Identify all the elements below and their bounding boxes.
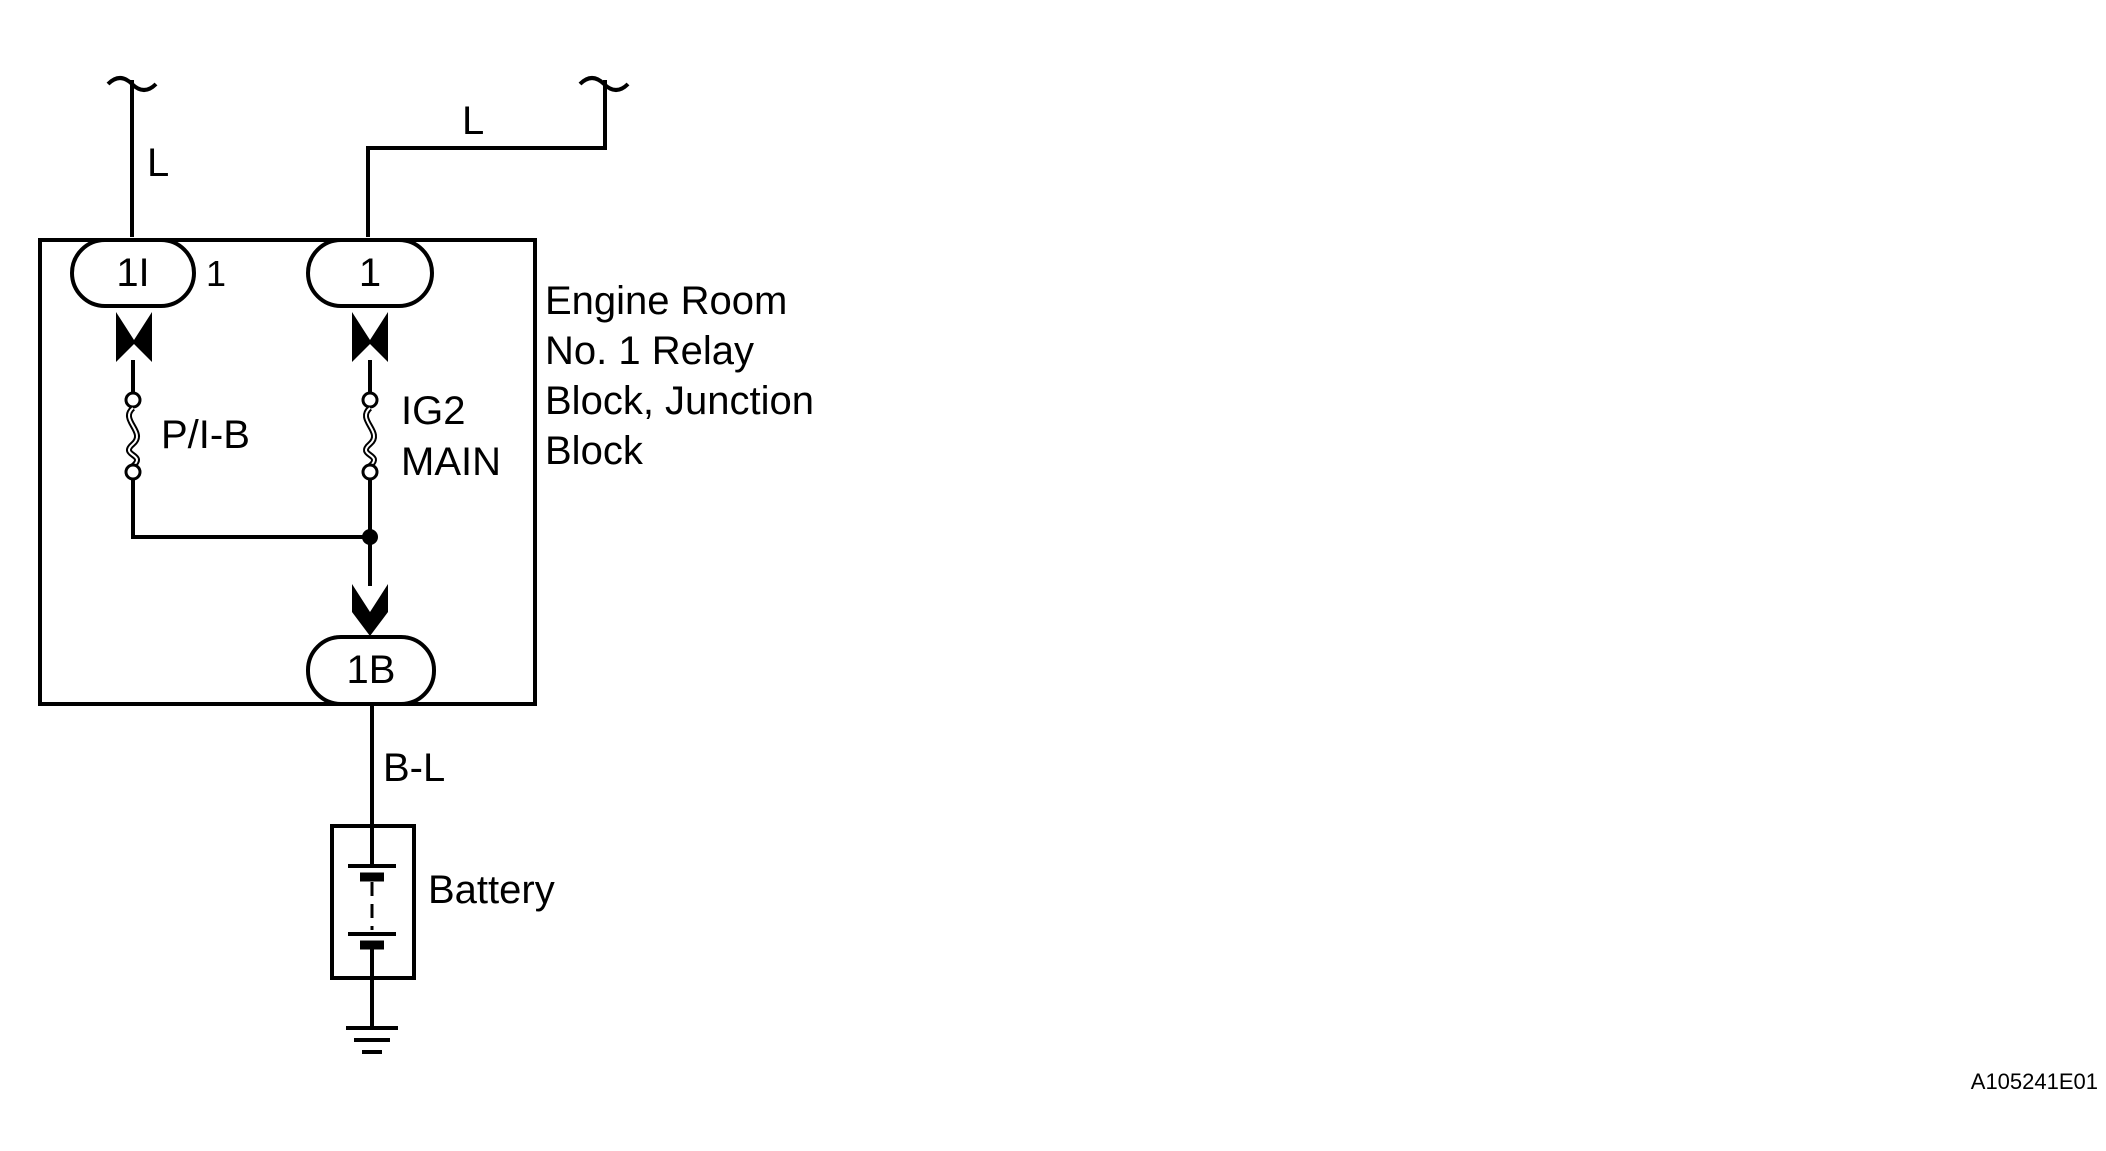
terminal-arrow-left-icon — [116, 312, 152, 362]
connector-1I — [70, 238, 196, 308]
wire-right-top — [366, 80, 607, 237]
block-label-line3: Block, Junction — [545, 379, 814, 423]
fuse-right-terminal-top — [361, 391, 379, 409]
fuse-left-label: P/I-B — [161, 413, 250, 457]
fuse-right-terminal-bottom — [361, 463, 379, 481]
wire-label-left-top: L — [147, 141, 169, 185]
terminal-arrow-right-icon — [352, 312, 388, 362]
junction-dot — [362, 529, 378, 545]
ground-icon — [346, 1026, 398, 1054]
fuse-right-icon-inner — [364, 407, 376, 467]
fuse-right-label-line1: IG2 — [401, 389, 465, 433]
fuse-left-terminal-top — [124, 391, 142, 409]
figure-id: A105241E01 — [1971, 1069, 2098, 1094]
connector-1I-label: 1I — [116, 251, 149, 295]
terminal-arrow-bottom-icon — [352, 584, 388, 636]
junction-block — [38, 238, 537, 706]
connector-1-label: 1 — [359, 251, 381, 295]
fuse-left-terminal-bottom — [124, 463, 142, 481]
battery-label: Battery — [428, 868, 555, 912]
connector-1B-label: 1B — [347, 648, 396, 692]
block-label-line2: No. 1 Relay — [545, 329, 754, 373]
connector-1I-pin: 1 — [206, 253, 226, 294]
wire-label-battery-feed: B-L — [383, 746, 445, 790]
fuse-left-icon-inner — [127, 407, 139, 467]
wire-left-lower — [131, 479, 370, 539]
connector-1 — [306, 238, 434, 308]
fuse-right-label-line2: MAIN — [401, 440, 501, 484]
wire-label-right-top: L — [462, 99, 484, 143]
block-label-line4: Block — [545, 429, 644, 473]
block-label-line1: Engine Room — [545, 279, 787, 323]
